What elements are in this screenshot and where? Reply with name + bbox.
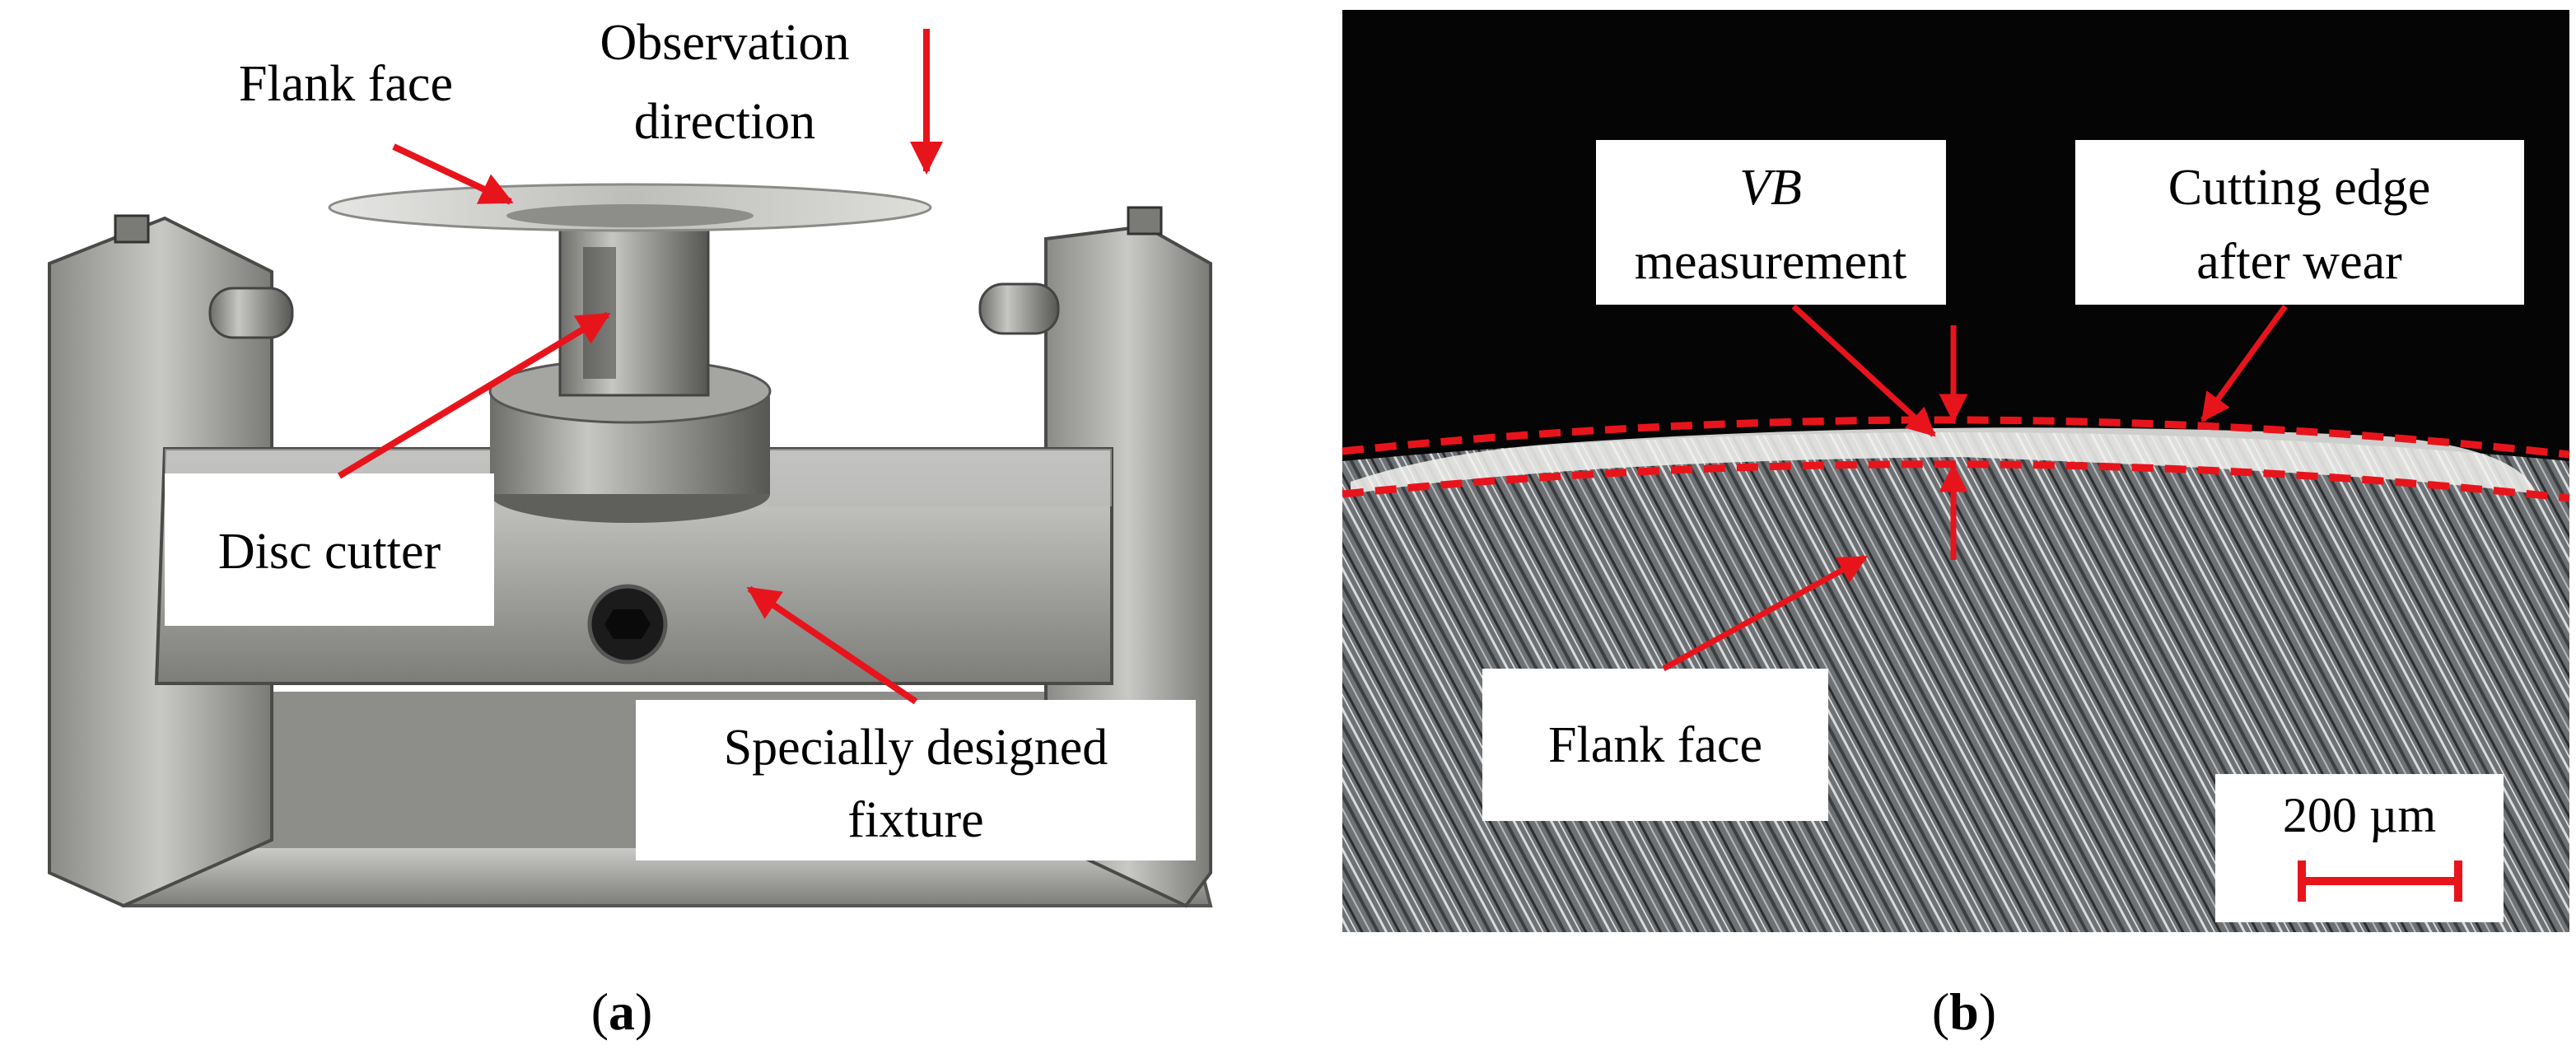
disc-cutter-arrow	[337, 311, 611, 479]
pin-right	[978, 282, 1060, 335]
scale-bar	[2298, 860, 2462, 902]
pin-left	[208, 287, 294, 339]
flank-face-b-arrow	[1662, 554, 1869, 672]
fixture-label-line2: fixture	[847, 792, 983, 848]
flank-face-arrow	[392, 143, 514, 205]
flank-face-b-label: Flank face	[1548, 717, 1762, 773]
cutting-edge-arrow	[2200, 304, 2288, 422]
vb-label-line2: measurement	[1635, 234, 1907, 290]
panel-a-caption: (a)	[591, 982, 653, 1041]
flank-face-b-label-box	[1482, 669, 1828, 821]
fixture-label-line1: Specially designed	[724, 720, 1108, 776]
bolt-right-top	[1127, 206, 1163, 236]
disc-cutter-label-box	[165, 473, 494, 626]
observation-label-line2: direction	[634, 94, 815, 150]
upper-dashed-boundary	[1342, 416, 2570, 459]
cutting-edge-label-line2: after wear	[2196, 234, 2402, 290]
fixture-label-box	[636, 700, 1196, 860]
wear-band	[1351, 427, 2536, 494]
disc-cutter-label: Disc cutter	[218, 524, 441, 580]
bolt-left-top	[114, 214, 150, 244]
lower-dashed-boundary	[1342, 460, 2570, 502]
vb-label-italic: VB	[1739, 160, 1802, 216]
observation-label-line1: Observation	[600, 15, 849, 71]
vb-measurement-arrow	[1791, 304, 1936, 437]
scale-bar-label: 200 µm	[2283, 788, 2436, 842]
panel-b-caption: (b)	[1932, 982, 1996, 1041]
cutting-edge-label-box	[2075, 140, 2524, 305]
cutting-edge-label-line1: Cutting edge	[2168, 160, 2431, 216]
cutter-shaft	[558, 217, 710, 397]
vb-label-box	[1596, 140, 1946, 305]
fixture-arrow	[746, 585, 918, 705]
flank-face-label-a: Flank face	[239, 56, 453, 112]
